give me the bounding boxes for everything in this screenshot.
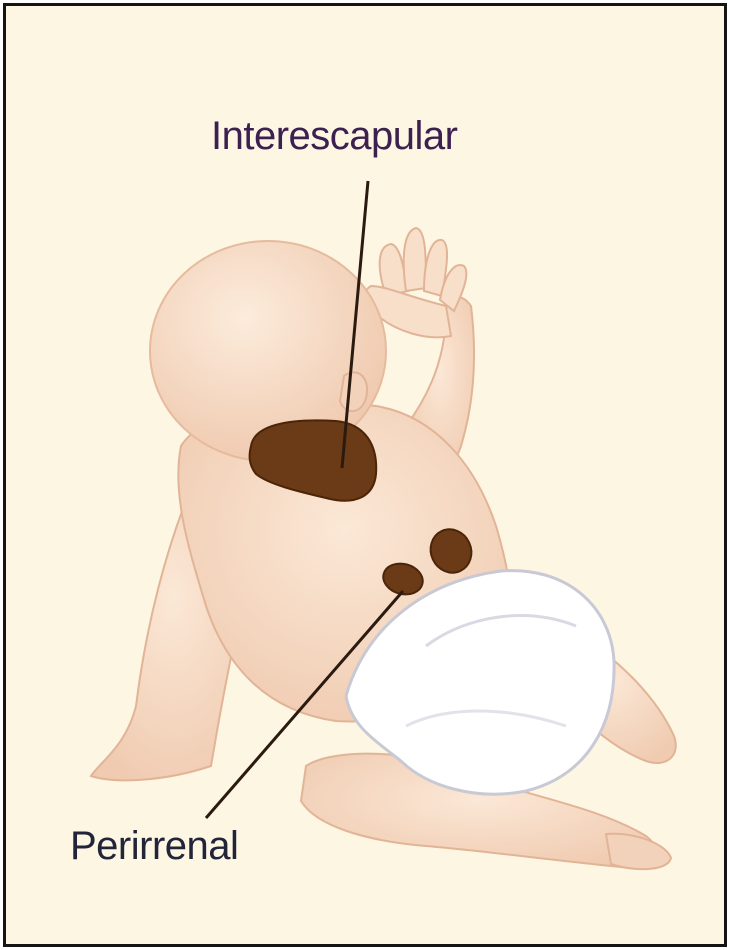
ear	[340, 372, 367, 411]
perirenal-label: Perirrenal	[70, 824, 238, 869]
foot	[606, 834, 671, 869]
figure-frame: Interescapular Perirrenal	[3, 3, 727, 947]
interscapular-label: Interescapular	[211, 114, 457, 159]
